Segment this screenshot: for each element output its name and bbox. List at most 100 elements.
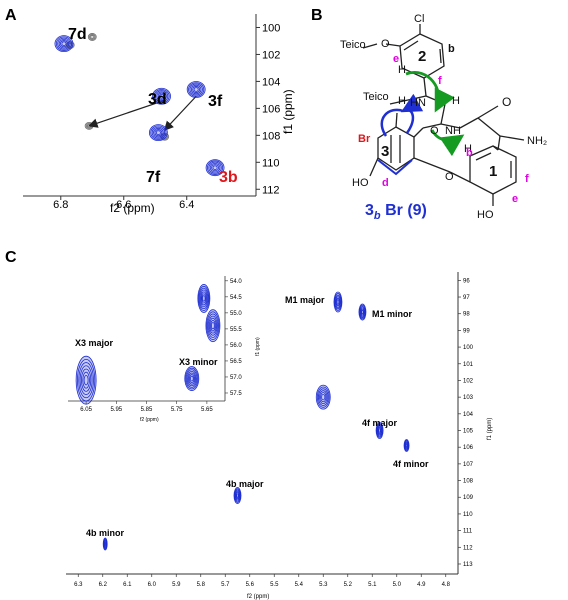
inset-y-axis-label: f1 (ppm) [255, 337, 261, 356]
peak-label-x3-major: X3 major [75, 338, 114, 348]
c-y-tick-label-97: 97 [463, 295, 470, 301]
hydrogen-label-4: H [452, 95, 460, 107]
panel-label-b: B [311, 7, 323, 24]
c-y-tick-label-105: 105 [463, 429, 474, 435]
oxygen-label-1: O [381, 38, 390, 50]
c-x-tick-label-5.0: 5.0 [393, 582, 402, 588]
inset-peak-3-level-3 [208, 315, 218, 336]
inset-x-tick-label-5.95: 5.95 [110, 407, 122, 413]
position-label-b-ring1: b [466, 147, 473, 159]
inset-peak-2-level-4 [200, 291, 208, 306]
nh-label: NH [445, 125, 461, 137]
teico-o-label: Teico [340, 39, 366, 51]
gray-peak-0-level-1 [89, 34, 96, 40]
c-x-tick-label-6.3: 6.3 [74, 582, 83, 588]
peak-label-4f-major: 4f major [362, 418, 398, 428]
inset-peak-3 [205, 309, 221, 343]
c-y-tick-label-102: 102 [463, 378, 474, 384]
c-peak-4f-major-level-4 [377, 427, 382, 434]
blue-peak-3b-level-1 [207, 160, 224, 175]
blue-peak-7f-level-2 [151, 126, 166, 139]
c-peak-4b-major-level-1 [234, 488, 241, 503]
inset-peak-3-level-2 [207, 313, 219, 338]
inset-y-tick-label-57.0: 57.0 [230, 375, 242, 381]
oxygen-label-3: O [445, 171, 454, 183]
c-y-tick-label-112: 112 [463, 545, 473, 551]
blue-peak-7d-level-2 [57, 37, 71, 50]
y-tick-label-104: 104 [262, 76, 280, 88]
c-x-tick-label-4.9: 4.9 [417, 582, 426, 588]
c-peak-M1-minor-level-1 [359, 304, 366, 320]
blue-peak-7d-level-5 [61, 41, 67, 46]
blue-peak-7d-level-3 [58, 38, 70, 49]
c-x-tick-label-5.2: 5.2 [344, 582, 353, 588]
c-y-tick-label-107: 107 [463, 462, 474, 468]
blue-peak-3f-level-4 [192, 86, 201, 93]
inset-peak-X3-major-level-2 [78, 362, 94, 399]
c-peak-4f-major-level-3 [377, 425, 382, 436]
gray-peak-0-level-2 [90, 35, 95, 39]
inset-peak-X3-major [75, 355, 97, 405]
peak-label-4f-minor: 4f minor [393, 459, 429, 469]
c-peak-4b-major [233, 487, 242, 504]
y-tick-label-106: 106 [262, 103, 280, 115]
c-peak-M1-minor-level-4 [360, 308, 365, 316]
c-peak-M1-major-level-4 [336, 297, 340, 307]
hydroxyl-label-3: HO [352, 177, 369, 189]
c-peak-4b-minor [102, 537, 108, 551]
blue-peak-3f-level-3 [190, 84, 202, 95]
y-tick-label-100: 100 [262, 22, 280, 34]
blue-peak-7d-level-4 [60, 40, 68, 48]
inset-x-tick-label-6.05: 6.05 [80, 407, 92, 413]
c-peak-2-level-2 [317, 388, 329, 406]
inset-peak-X3-minor-level-5 [189, 374, 195, 383]
gray-peak-1 [84, 121, 94, 130]
inset-y-tick-label-55.5: 55.5 [230, 327, 242, 333]
blue-peak-3b-level-5 [212, 165, 218, 170]
c-peak-2-level-5 [321, 393, 326, 401]
peak-label-7f: 7f [146, 169, 161, 186]
c-y-tick-label-109: 109 [463, 495, 474, 501]
chemical-structure: Teico Teico Cl Br HO HO HN NH NH₂ O O O … [340, 13, 547, 222]
inset-x-tick-label-5.75: 5.75 [171, 407, 183, 413]
c-x-tick-label-5.7: 5.7 [221, 582, 230, 588]
ring-number-2: 2 [418, 48, 426, 65]
c-peak-M1-minor-level-3 [360, 307, 365, 317]
c-y-tick-label-103: 103 [463, 395, 474, 401]
x-tick-label-6.4: 6.4 [179, 199, 194, 211]
inset-peak-2-level-1 [198, 285, 210, 311]
c-peak-M1-major-level-1 [334, 293, 342, 311]
inset-peak-X3-major-level-6 [83, 374, 89, 386]
c-y-tick-label-101: 101 [463, 362, 474, 368]
peak-label-4b-minor: 4b minor [86, 528, 125, 538]
inset-peak-X3-minor-level-4 [188, 372, 196, 385]
x-tick-label-6.8: 6.8 [53, 199, 68, 211]
c-peak-2-level-4 [320, 392, 327, 403]
c-peak-4f-major-level-2 [376, 424, 383, 437]
c-x-tick-label-5.3: 5.3 [319, 582, 328, 588]
blue-peak-3d-level-1 [153, 89, 170, 104]
gray-peak-0 [87, 33, 97, 41]
peak-label-m1-major: M1 major [285, 295, 325, 305]
c-x-tick-label-5.4: 5.4 [295, 582, 304, 588]
inset-y-tick-label-57.5: 57.5 [230, 391, 242, 397]
inset-y-tick-label-56.0: 56.0 [230, 343, 242, 349]
blue-peak-3f-level-2 [189, 83, 203, 96]
c-x-tick-label-6.2: 6.2 [99, 582, 108, 588]
c-peak-4f-major-level-1 [376, 423, 383, 438]
panel-label-a: A [5, 7, 17, 24]
y-tick-label-112: 112 [262, 184, 280, 196]
peak-label-4b-major: 4b major [226, 479, 264, 489]
inset-peak-X3-major-level-3 [79, 365, 93, 395]
panel-a-axes [23, 14, 257, 197]
oxygen-amide: O [502, 95, 511, 109]
structure-caption: 3b Br (9) [365, 202, 427, 222]
inset-peak-X3-minor-level-1 [185, 367, 199, 390]
ring-3-highlight [377, 93, 424, 176]
noe-arrows [405, 71, 465, 157]
inset-peak-2-level-6 [202, 295, 206, 302]
c-peak-4f-major [375, 422, 384, 439]
